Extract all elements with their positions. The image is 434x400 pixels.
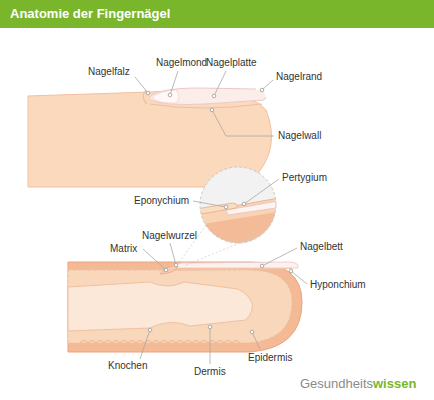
leader-line — [214, 71, 226, 96]
papilla — [232, 341, 240, 344]
title-bar: Anatomie der Fingernägel — [0, 0, 434, 28]
leader-dot — [146, 91, 150, 95]
finger-cross-section — [68, 262, 302, 352]
leader-line — [210, 327, 211, 364]
nail-wall — [150, 104, 262, 108]
papilla — [208, 341, 216, 344]
part-label: Knochen — [108, 360, 147, 372]
papilla — [168, 341, 176, 344]
papilla — [152, 341, 160, 344]
part-label: Nagelwurzel — [142, 230, 197, 242]
leader-line — [143, 249, 166, 270]
leader-line — [135, 77, 148, 93]
papilla — [120, 341, 128, 344]
leader-dot — [212, 94, 216, 98]
part-label: Eponychium — [134, 195, 189, 207]
leader-line — [140, 330, 150, 359]
leader-dot — [168, 93, 172, 97]
leader-line — [170, 243, 176, 265]
title: Anatomie der Fingernägel — [10, 6, 170, 21]
part-label: Nagelwall — [278, 130, 321, 142]
nail-plate-section — [168, 262, 298, 268]
dermis-layer — [68, 270, 292, 343]
lunula — [152, 90, 179, 103]
bone — [68, 282, 252, 331]
zoom-dermis — [190, 210, 290, 260]
leader-dot — [210, 108, 214, 112]
part-label: Matrix — [110, 243, 137, 255]
part-label: Hyponchium — [310, 279, 366, 291]
leader-dot — [289, 269, 293, 273]
papilla — [128, 341, 136, 344]
leader-line — [262, 248, 297, 266]
logo-text: Gesundheits — [300, 376, 373, 392]
papilla — [96, 341, 104, 344]
leader-dot — [224, 205, 228, 209]
papilla — [80, 341, 88, 344]
leader-dot — [260, 88, 264, 92]
papilla — [192, 341, 200, 344]
leader-line — [262, 80, 273, 90]
papilla — [200, 341, 208, 344]
papillae — [80, 341, 240, 344]
leader-dot — [260, 264, 264, 268]
leader-dot — [174, 263, 178, 267]
part-label: Nagelfalz — [88, 66, 130, 78]
leader-line — [212, 110, 274, 136]
papilla — [104, 341, 112, 344]
leader-dot — [250, 330, 254, 334]
papilla — [144, 341, 152, 344]
zoom-detail — [178, 167, 290, 265]
leader-dot — [242, 202, 246, 206]
leader-line — [193, 201, 226, 207]
part-label: Nagelmond — [156, 57, 207, 69]
nail-edge — [256, 89, 266, 97]
part-label: Dermis — [194, 366, 226, 378]
leader-lines — [135, 71, 307, 364]
leader-line — [170, 71, 178, 95]
papilla — [112, 341, 120, 344]
leader-line — [252, 332, 260, 349]
papilla — [216, 341, 224, 344]
leader-dot — [208, 325, 212, 329]
leader-dot — [164, 268, 168, 272]
epidermis-layer — [68, 262, 302, 352]
leader-line — [291, 271, 307, 284]
part-label: Nagelrand — [276, 71, 322, 83]
papilla — [224, 341, 232, 344]
leader-dots — [146, 88, 293, 334]
leader-line — [244, 179, 279, 204]
papilla — [136, 341, 144, 344]
zoom-border — [200, 167, 276, 243]
part-label: Epidermis — [248, 352, 292, 364]
papilla — [88, 341, 96, 344]
leader-dot — [148, 328, 152, 332]
logo-text: wissen — [373, 376, 416, 392]
papilla — [184, 341, 192, 344]
papilla — [176, 341, 184, 344]
zoom-skin — [190, 196, 290, 260]
nail-plate — [150, 88, 267, 105]
papilla — [160, 341, 168, 344]
part-label: Nagelbett — [300, 241, 343, 253]
part-label: Pertygium — [282, 172, 327, 184]
part-label: Nagelplatte — [206, 57, 257, 69]
